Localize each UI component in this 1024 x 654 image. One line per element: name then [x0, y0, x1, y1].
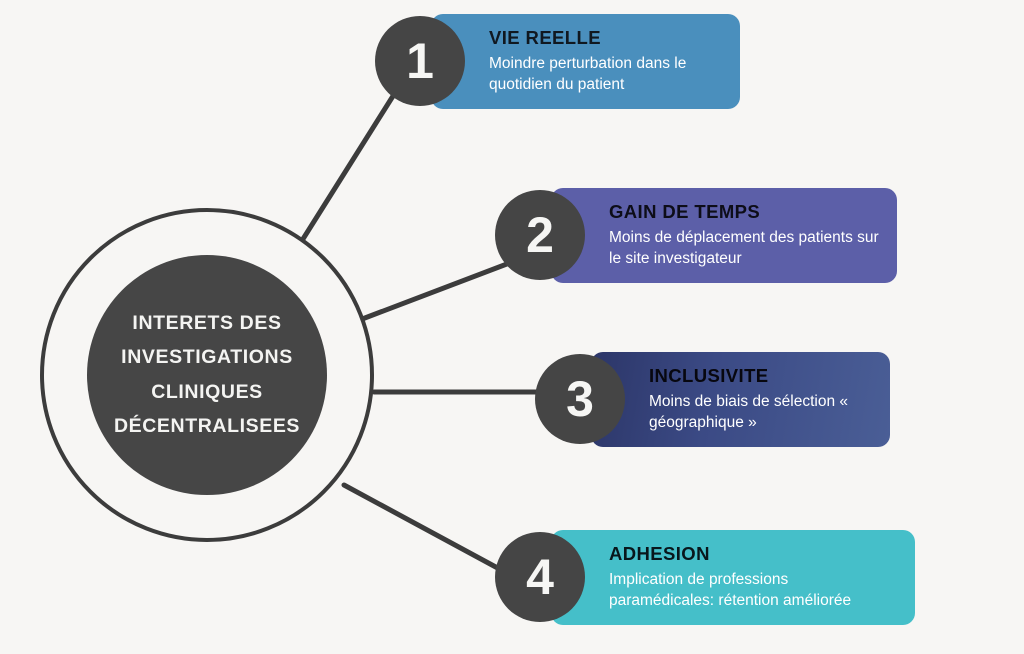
hub-title-line-1: INTERETS DES — [132, 311, 282, 334]
benefit-description-3: Moins de biais de sélection « géographiq… — [649, 393, 849, 432]
hub-core: INTERETS DES INVESTIGATIONS CLINIQUES DÉ… — [87, 255, 327, 495]
benefit-number-circle-2: 2 — [495, 190, 585, 280]
hub-title-line-3: CLINIQUES — [151, 380, 263, 403]
benefit-item-4: ADHESION Implication de professions para… — [495, 530, 915, 625]
benefit-box-2: GAIN DE TEMPS Moins de déplacement des p… — [551, 188, 897, 283]
benefit-description-1: Moindre perturbation dans le quotidien d… — [489, 55, 687, 94]
benefit-box-4: ADHESION Implication de professions para… — [551, 530, 915, 625]
benefit-title-2: GAIN DE TEMPS — [609, 200, 761, 222]
benefit-number-2: 2 — [526, 207, 554, 263]
benefit-box-3: INCLUSIVITE Moins de biais de sélection … — [591, 352, 890, 447]
benefit-title-4: ADHESION — [609, 542, 710, 564]
benefit-title-1: VIE REELLE — [489, 26, 601, 48]
benefit-item-2: GAIN DE TEMPS Moins de déplacement des p… — [495, 188, 897, 283]
benefit-description-4: Implication de professions paramédicales… — [609, 571, 852, 610]
connector-line-2 — [354, 259, 515, 324]
benefit-number-1: 1 — [406, 33, 434, 89]
hub-title-line-4: DÉCENTRALISEES — [113, 415, 301, 437]
benefit-item-3: INCLUSIVITE Moins de biais de sélection … — [535, 352, 890, 447]
benefit-number-4: 4 — [526, 549, 554, 605]
benefit-number-3: 3 — [566, 371, 594, 427]
hub-title-line-2: INVESTIGATIONS — [121, 346, 293, 368]
benefit-item-1: VIE REELLE Moindre perturbation dans le … — [375, 14, 740, 109]
benefit-number-circle-1: 1 — [375, 16, 465, 106]
benefit-number-circle-4: 4 — [495, 532, 585, 622]
benefit-title-3: INCLUSIVITE — [649, 364, 769, 386]
benefit-number-circle-3: 3 — [535, 354, 625, 444]
central-hub: INTERETS DES INVESTIGATIONS CLINIQUES DÉ… — [40, 208, 374, 542]
benefit-box-1: VIE REELLE Moindre perturbation dans le … — [431, 14, 740, 109]
benefit-description-2: Moins de déplacement des patients sur le… — [609, 229, 879, 268]
